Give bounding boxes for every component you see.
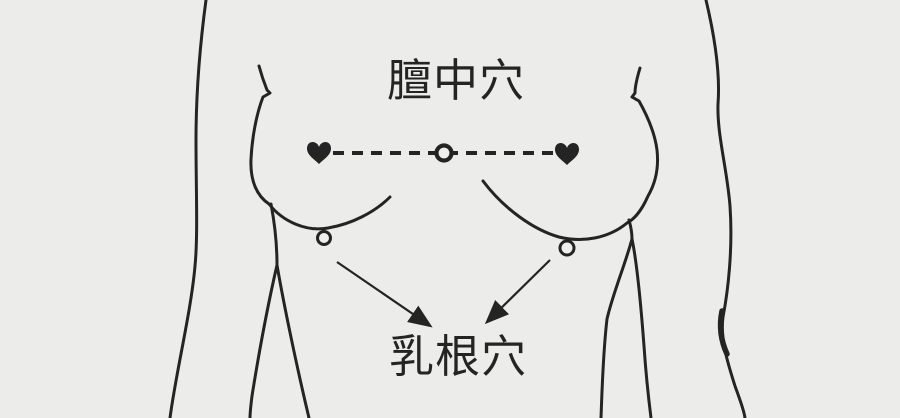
rugen-markers — [316, 230, 576, 328]
left-armpit-breast-line — [249, 64, 392, 231]
rugen-left-point-circle — [316, 230, 332, 246]
danzhong-marker-row — [307, 142, 579, 165]
right-inner-arm-line — [630, 237, 653, 418]
body-outline — [168, 0, 747, 418]
danzhong-point-circle — [434, 143, 454, 163]
danzhong-label: 膻中穴 — [386, 55, 526, 106]
rugen-label: 乳根穴 — [388, 331, 528, 382]
left-chest-side-line — [269, 202, 279, 267]
rugen-right-point-circle — [558, 239, 576, 257]
right-nipple-heart-icon — [555, 143, 579, 165]
left-inner-arm-line — [248, 263, 279, 418]
rugen-right-arrow — [484, 259, 551, 325]
left-nipple-heart-icon — [307, 142, 331, 164]
right-waist-line — [599, 237, 634, 418]
left-outer-arm-line — [168, 0, 208, 418]
left-waist-line — [275, 263, 311, 418]
right-outer-arm-line — [704, 0, 747, 418]
right-chest-side-line — [627, 218, 634, 241]
rugen-left-arrow — [336, 261, 433, 328]
right-arm-crease-line — [717, 308, 730, 357]
right-armpit-breast-line — [481, 66, 659, 241]
